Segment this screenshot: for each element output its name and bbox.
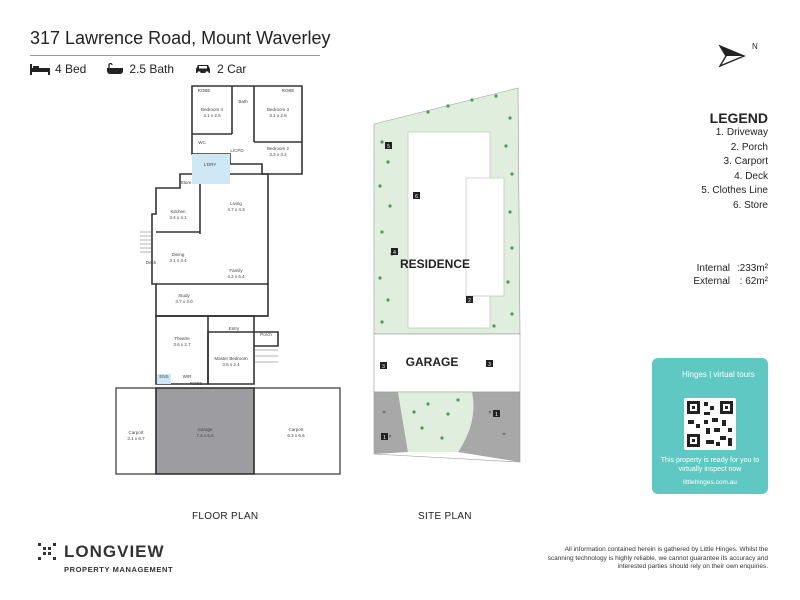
entry-label: Entry	[229, 326, 240, 331]
virtual-tour-brand: Hinges | virtual tours	[682, 370, 755, 379]
room-name: Theatre	[174, 336, 190, 341]
beds-count: 4 Bed	[55, 62, 87, 76]
room-name: Kitchen	[170, 209, 186, 214]
bed-icon	[30, 64, 50, 75]
legend-item: 6. Store	[732, 199, 768, 211]
area-summary: Internal :233m² External : 62m²	[668, 262, 768, 288]
room-name: Dining	[172, 252, 185, 257]
floor-plan: Bedroom 4 3.1 x 2.6 Bedroom 3 3.1 x 2.8 …	[115, 85, 341, 475]
wir-label: WIR	[183, 374, 192, 379]
bath-label: Bath	[238, 99, 248, 104]
room-name: Bedroom 4	[201, 107, 224, 112]
room-size: 3.7 x 3.0	[175, 299, 193, 304]
room-name: Living	[230, 201, 242, 206]
marker-driveway: 1	[495, 412, 498, 418]
legend-item: 1. Driveway	[715, 127, 768, 138]
room-name: Bedroom 3	[267, 107, 290, 112]
legend-title: LEGEND	[709, 110, 768, 126]
room-size: 4.7 x 4.3	[227, 207, 245, 212]
brand-name: LONGVIEW	[64, 542, 165, 561]
beds-feature: 4 Bed	[30, 62, 86, 76]
virtual-tour-message: This property is ready for you to virtua…	[660, 457, 760, 473]
site-markers: 1 1 2 3 3 4 5 6	[380, 142, 500, 441]
garage-label: GARAGE	[406, 355, 459, 369]
legend-item: 3. Carport	[723, 156, 768, 167]
marker-driveway: 1	[383, 435, 386, 441]
site-plan-caption: SITE PLAN	[418, 511, 472, 522]
marker-carport: 3	[488, 362, 491, 368]
external-area-value: : 62m²	[739, 276, 768, 287]
legend-item: 4. Deck	[734, 170, 768, 182]
room-name: Garage	[197, 427, 213, 432]
qr-code-icon[interactable]	[684, 398, 736, 450]
room-size: 3.3 x 3.2	[269, 152, 287, 157]
disclaimer-text: All information contained herein is gath…	[547, 546, 768, 571]
room-size: 3.6 x 2.4	[222, 362, 240, 367]
porch-label: Porch	[260, 332, 272, 337]
bath-icon	[107, 63, 124, 74]
room-name: Study	[178, 293, 190, 298]
legend-item: 2. Porch	[730, 141, 768, 153]
room-size: 3.1 x 2.6	[203, 113, 221, 118]
room-size: 7.4 x 6.6	[196, 433, 214, 438]
wc-label: WC	[198, 140, 206, 145]
marker-porch: 2	[468, 298, 471, 304]
marker-carport: 3	[382, 364, 385, 370]
longview-logo-icon	[36, 540, 60, 569]
room-name: Carport	[128, 430, 144, 435]
room-name: Carport	[288, 427, 304, 432]
legend-item: 5. Clothes Line	[701, 185, 768, 196]
title-divider	[30, 55, 320, 56]
ensuite-label: ENS	[159, 374, 168, 379]
marker-deck: 4	[393, 250, 396, 256]
robe-label: ROBE	[190, 381, 203, 386]
property-address: 317 Lawrence Road, Mount Waverley	[30, 28, 331, 48]
site-plan: RESIDENCE GARAGE 1 1 2 3 3 4 5 6	[373, 87, 521, 463]
robe-label: ROBE	[198, 88, 211, 93]
room-name: Master Bedroom	[214, 356, 248, 361]
car-icon	[196, 65, 211, 75]
marker-clothes-line: 5	[387, 144, 390, 150]
virtual-tour-url[interactable]: littlehinges.com.au	[683, 479, 737, 486]
cars-feature: 2 Car	[194, 62, 246, 76]
brand-tagline: PROPERTY MANAGEMENT	[64, 565, 174, 574]
linen-cupboard-label: L/CPD	[230, 148, 244, 153]
north-compass	[718, 44, 752, 75]
floor-plan-caption: FLOOR PLAN	[192, 511, 259, 522]
room-size: 4.2 x 6.4	[227, 274, 245, 279]
room-name: Bedroom 2	[267, 146, 290, 151]
baths-count: 2.5 Bath	[129, 62, 175, 76]
cars-count: 2 Car	[217, 62, 247, 76]
room-size: 3.4 x 4.1	[169, 215, 187, 220]
north-arrow-icon	[718, 44, 746, 68]
room-size: 3.1 x 3.4	[169, 258, 187, 263]
feature-list: 4 Bed 2.5 Bath 2 Car	[30, 62, 260, 76]
internal-area-value: :233m²	[736, 263, 768, 274]
room-size: 3.1 x 6.7	[127, 436, 145, 441]
baths-feature: 2.5 Bath	[106, 62, 174, 76]
room-size: 3.6 x 2.7	[173, 342, 191, 347]
deck-label: Deck	[146, 260, 157, 265]
room-size: 3.1 x 2.8	[269, 113, 287, 118]
store-label: Store	[181, 180, 192, 185]
north-label: N	[752, 42, 758, 51]
room-size: 6.3 x 6.6	[287, 433, 305, 438]
laundry-label: L'DRY	[204, 162, 217, 167]
legend-list: 1. Driveway 2. Porch 3. Carport 4. Deck …	[701, 126, 768, 213]
room-name: Family	[229, 268, 243, 273]
internal-area-label: Internal	[696, 263, 730, 274]
marker-store: 6	[415, 194, 418, 200]
residence-label: RESIDENCE	[400, 257, 470, 271]
robe-label: ROBE	[282, 88, 295, 93]
external-area-label: External	[693, 276, 730, 287]
